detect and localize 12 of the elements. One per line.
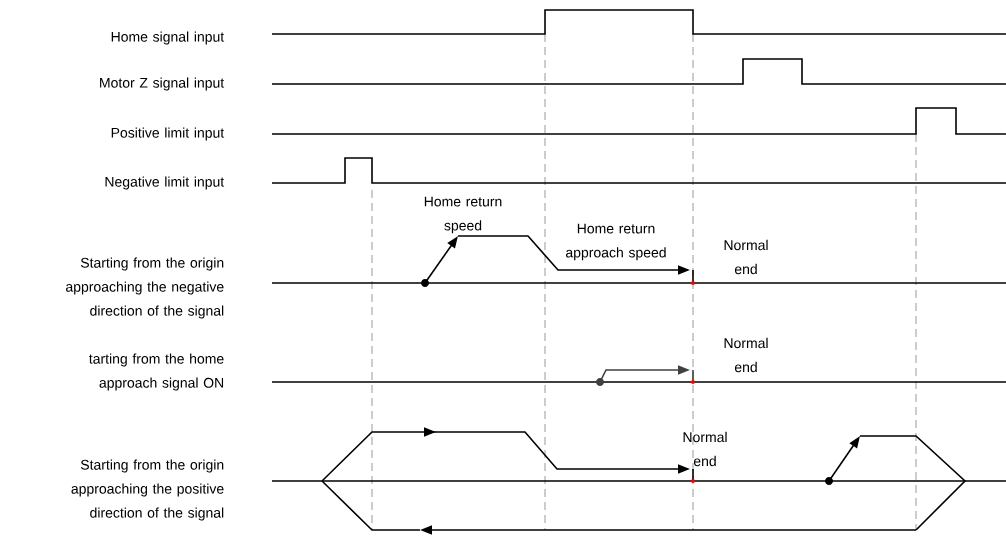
row-label: Negative limit input [105, 176, 225, 190]
speed-label: Home return speed [424, 196, 502, 234]
row-label: Positive limit input [111, 127, 225, 141]
end-label: Normal end [724, 239, 768, 275]
row-label: Motor Z signal input [100, 77, 225, 91]
row-label: Starting from the origin approaching the positive direction of the signal [71, 459, 224, 521]
end-label: Normal end [724, 337, 768, 373]
speed-label: Home return approach speed [566, 223, 666, 261]
row-label: Home signal input [111, 31, 225, 45]
row-label: tarting from the home approach signal ON [89, 353, 224, 391]
end-label: Normal end [683, 431, 727, 467]
row-label: Starting from the origin approaching the negative direction of the signal [66, 257, 224, 319]
